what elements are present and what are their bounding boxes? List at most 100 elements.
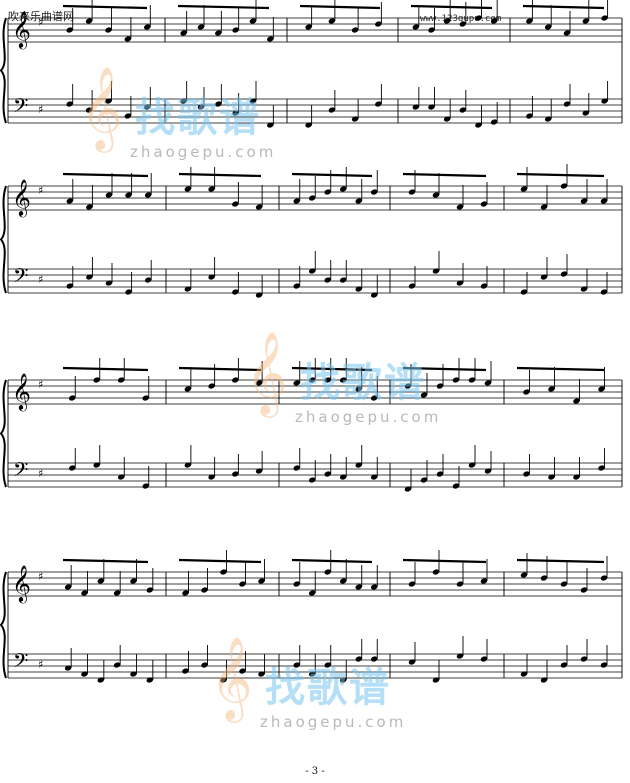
note-head [420, 477, 428, 483]
note-head [339, 578, 347, 584]
sharp-icon: ♯ [38, 273, 43, 286]
note-head [355, 656, 363, 662]
note-head [328, 107, 336, 113]
note-head [408, 659, 416, 665]
note-head [249, 18, 257, 24]
note-head [582, 18, 590, 24]
note-head [582, 110, 590, 116]
note-head [113, 590, 121, 596]
note-head [355, 286, 363, 292]
note-head [456, 653, 464, 659]
note-head [220, 677, 227, 683]
note-head [459, 107, 467, 113]
note-head [573, 474, 580, 480]
note-head [143, 104, 151, 110]
sharp-icon: ♯ [38, 467, 43, 480]
note-head [370, 584, 378, 590]
note-head [560, 581, 568, 587]
note-head [232, 471, 239, 477]
note-head [523, 471, 530, 477]
note-head [408, 581, 416, 587]
site-label: 吹来乐曲谱网 [8, 10, 74, 23]
note-head [258, 578, 265, 584]
beam [62, 172, 149, 178]
system-brackets [0, 17, 7, 679]
note-head [436, 383, 444, 389]
note-head [432, 268, 440, 274]
beam [177, 4, 270, 10]
note-head [249, 98, 257, 104]
note-head [563, 30, 571, 36]
note-head [208, 274, 215, 280]
note-head [484, 468, 492, 474]
note-head [480, 283, 488, 289]
note-head [443, 116, 451, 122]
note-head [184, 186, 192, 192]
note-head [580, 198, 588, 204]
note-head [432, 192, 440, 198]
note-head [105, 192, 113, 198]
note-head [452, 377, 460, 383]
note-head [339, 186, 347, 192]
note-head [432, 677, 440, 683]
note-head [66, 198, 74, 204]
note-head [548, 474, 555, 480]
note-head [324, 569, 332, 575]
note-head [540, 204, 548, 210]
clefs: 𝄞𝄢♯♯𝄞𝄢♯♯𝄞𝄢♯♯𝄞𝄢♯♯ [12, 10, 43, 677]
sharp-icon: ♯ [38, 103, 43, 116]
note-head [182, 590, 189, 596]
note-head [563, 101, 571, 107]
note-head [580, 587, 588, 593]
beam [62, 4, 148, 10]
note-head [97, 677, 105, 683]
note-head [255, 292, 263, 298]
note-head [305, 122, 312, 128]
note-head [255, 468, 263, 474]
note-head [232, 289, 239, 295]
beam [516, 366, 605, 372]
sharp-icon: ♯ [38, 378, 43, 391]
note-head [490, 119, 498, 125]
note-head [432, 569, 440, 575]
note-head [308, 590, 316, 596]
note-head [293, 380, 301, 386]
sharp-icon: ♯ [38, 658, 43, 671]
note-head [117, 377, 125, 383]
treble-clef-icon: 𝄞 [12, 372, 31, 411]
note-head [232, 110, 239, 116]
note-head [184, 286, 192, 292]
note-head [339, 474, 347, 480]
note-head [81, 590, 88, 596]
note-head [475, 122, 482, 128]
beam [62, 558, 149, 564]
note-head [308, 268, 316, 274]
note-head [232, 377, 239, 383]
note-head [324, 471, 332, 477]
brace [0, 379, 7, 488]
treble-clef-icon: 𝄞 [12, 10, 31, 49]
note-head [324, 377, 332, 383]
note-head [180, 30, 187, 36]
note-head [339, 377, 347, 383]
note-head [93, 377, 101, 383]
treble-clef-icon: 𝄞 [12, 564, 31, 603]
note-head [540, 575, 548, 581]
bass-clef-icon: 𝄢 [13, 264, 28, 292]
note-head [66, 27, 74, 33]
note-head [598, 465, 605, 471]
note-head [540, 274, 548, 280]
note-head [239, 668, 246, 674]
note-head [117, 474, 125, 480]
note-head [436, 471, 444, 477]
note-head [81, 671, 88, 677]
note-head [232, 27, 239, 33]
note-head [408, 189, 416, 195]
note-head [355, 386, 363, 392]
note-head [308, 477, 316, 483]
beam [299, 4, 381, 10]
note-head [375, 101, 382, 107]
note-head [370, 395, 378, 401]
note-head [456, 204, 464, 210]
page-number: - 3 - [305, 766, 325, 777]
